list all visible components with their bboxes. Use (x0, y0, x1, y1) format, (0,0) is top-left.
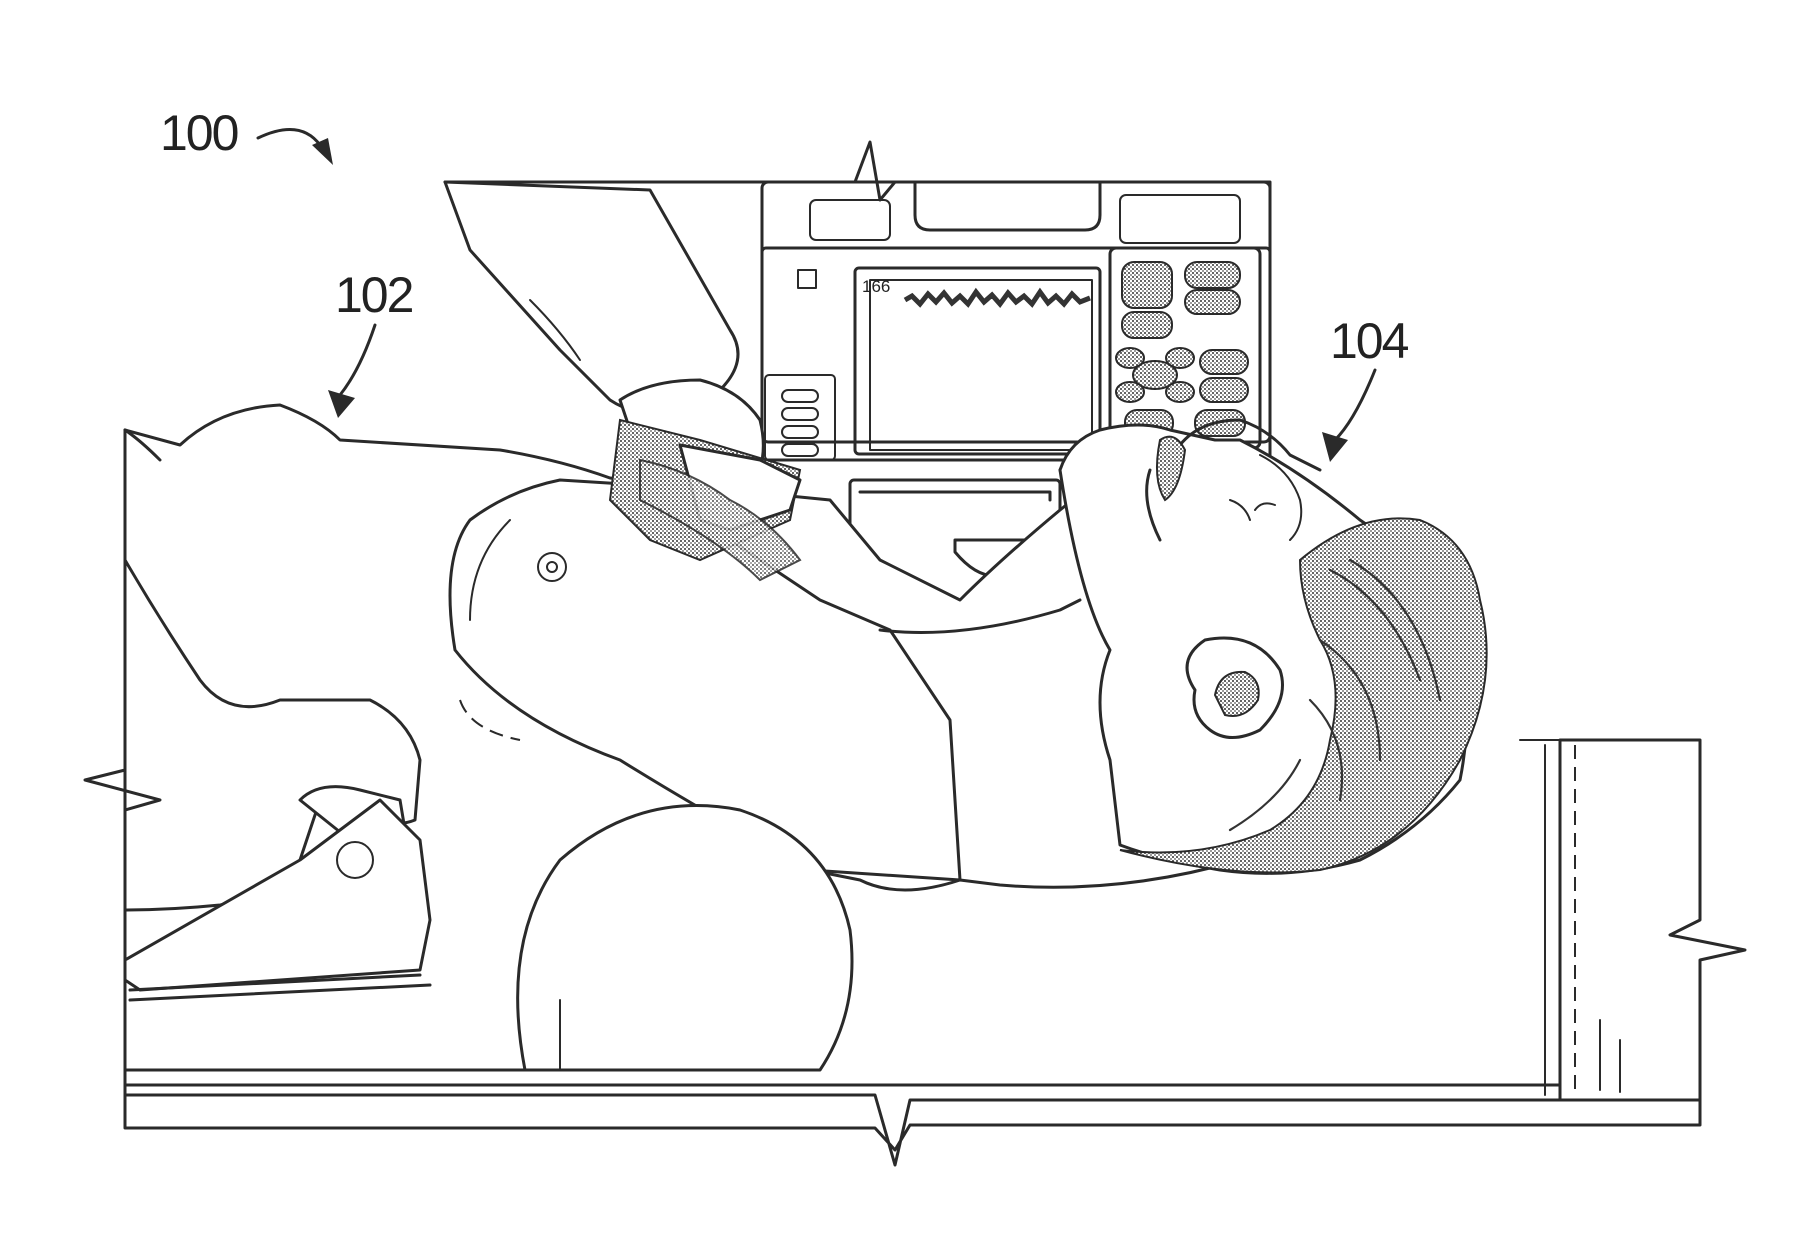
head-support (1520, 740, 1745, 1100)
arrow-icon (1322, 432, 1348, 462)
label-rescuer-102: 102 (335, 267, 413, 323)
arrow-icon (258, 129, 320, 145)
label-system-100: 100 (160, 105, 238, 161)
arrow-icon (312, 138, 333, 165)
screen-ref-label: 166 (862, 277, 890, 296)
arrow-icon (340, 325, 375, 395)
arrow-icon (328, 390, 355, 418)
arrow-icon (1335, 370, 1375, 440)
floor-plate (125, 1085, 1700, 1165)
ecg-waveform (905, 292, 1090, 304)
label-patient-104: 104 (1330, 313, 1409, 369)
